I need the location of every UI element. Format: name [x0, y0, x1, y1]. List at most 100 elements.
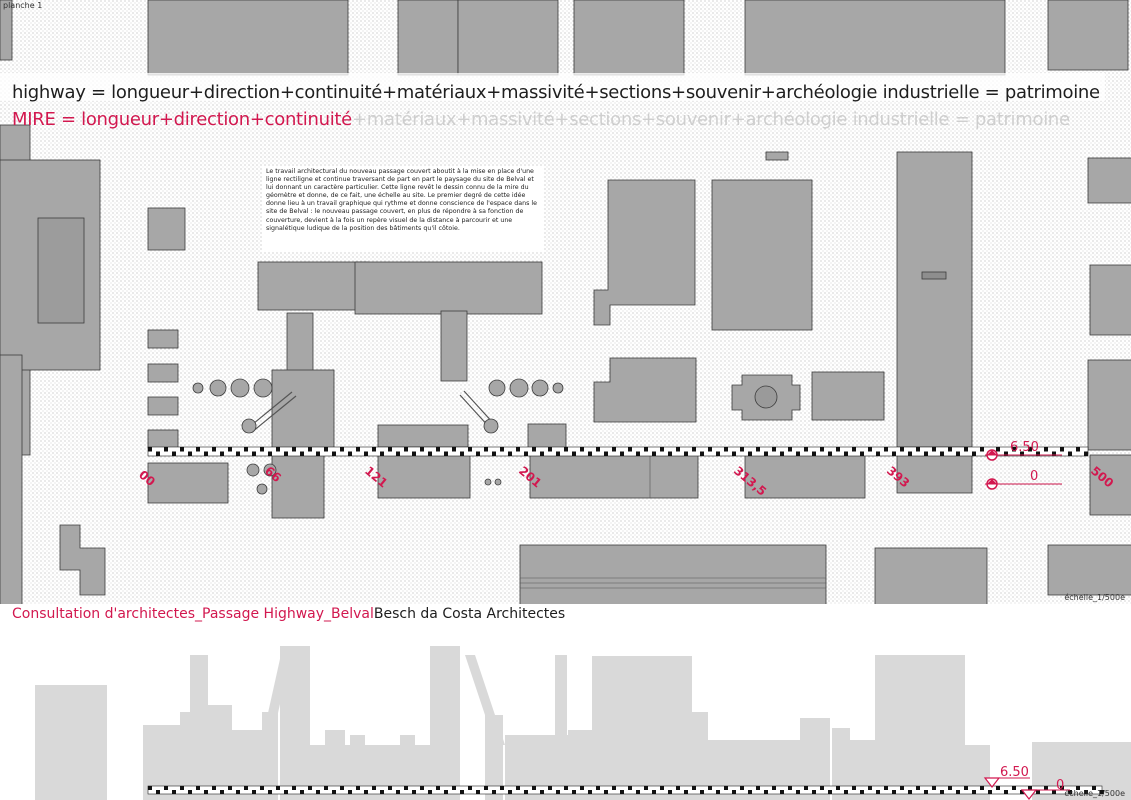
mire-tick	[1068, 790, 1072, 794]
mire-tick	[1004, 790, 1008, 794]
building	[593, 179, 696, 326]
mire-tick	[572, 790, 576, 794]
mire-tick	[700, 790, 704, 794]
mire-tick	[540, 451, 544, 456]
mire-tick	[868, 447, 872, 452]
formula-mire: MIRE = longueur+direction+continuité+mat…	[12, 109, 1070, 130]
mire-tick	[652, 790, 656, 794]
mire-tick	[532, 447, 536, 452]
building	[147, 363, 179, 383]
mire-tick	[836, 786, 840, 790]
mire-tick	[468, 447, 472, 452]
mire-tick	[668, 790, 672, 794]
mire-tick	[1076, 786, 1080, 790]
building	[1089, 454, 1131, 516]
building	[271, 454, 325, 519]
building	[1047, 0, 1129, 71]
mire-tick	[156, 790, 160, 794]
mire-tick	[604, 451, 608, 456]
mire-tick	[732, 790, 736, 794]
mire-tick	[284, 790, 288, 794]
mire-tick	[300, 790, 304, 794]
building	[921, 271, 947, 280]
building	[147, 329, 179, 349]
section-scale: échelle_1/500e	[1064, 789, 1125, 798]
mire-tick	[764, 790, 768, 794]
mire-tick	[268, 790, 272, 794]
building	[377, 424, 469, 448]
mire-tick	[620, 790, 624, 794]
mire-tick	[332, 451, 336, 456]
mire-tick	[612, 447, 616, 452]
mire-tick	[292, 786, 296, 790]
section-mire	[147, 785, 1104, 795]
buildings	[0, 0, 1131, 604]
mire-tick	[828, 451, 832, 456]
mire-tick	[372, 447, 376, 452]
mire-tick	[876, 790, 880, 794]
mire-tick	[756, 786, 760, 790]
mire-tick	[436, 786, 440, 790]
mire-tick	[484, 447, 488, 452]
section-mire-ticks	[148, 786, 1104, 794]
building	[1087, 359, 1131, 451]
mire-tick	[500, 447, 504, 452]
silos	[192, 378, 778, 495]
formula-highway: highway = longueur+direction+continuité+…	[12, 82, 1100, 103]
mire-tick	[420, 786, 424, 790]
mire-tick	[868, 786, 872, 790]
mire-tick	[532, 786, 536, 790]
plan-level-high: 6.50	[1010, 440, 1039, 455]
mire-tick	[372, 786, 376, 790]
mire-tick	[244, 786, 248, 790]
mire-tick	[236, 790, 240, 794]
mire-tick	[740, 786, 744, 790]
mire-tick	[636, 451, 640, 456]
mire-tick	[628, 447, 632, 452]
mire-tick	[364, 451, 368, 456]
building	[0, 354, 23, 604]
mire-tick	[1020, 451, 1024, 456]
mire-tick	[812, 790, 816, 794]
mire-tick	[204, 790, 208, 794]
mire-tick	[460, 451, 464, 456]
mire-tick	[332, 790, 336, 794]
mire-tick	[628, 786, 632, 790]
mire-tick	[548, 786, 552, 790]
mire-tick	[1052, 790, 1056, 794]
mire-tick	[988, 790, 992, 794]
mire-tick	[380, 790, 384, 794]
building	[147, 396, 179, 416]
mire-tick	[604, 790, 608, 794]
mire-tick	[700, 451, 704, 456]
mire-tick	[220, 451, 224, 456]
mire-tick	[804, 447, 808, 452]
mire-tick	[916, 447, 920, 452]
mire-ticks	[148, 447, 1088, 456]
mire-tick	[188, 451, 192, 456]
mire-tick	[308, 786, 312, 790]
mire-tick	[180, 447, 184, 452]
mire-tick	[1068, 451, 1072, 456]
mire-tick	[836, 447, 840, 452]
building	[59, 524, 106, 596]
mire-tick	[1004, 451, 1008, 456]
mire-tick	[812, 451, 816, 456]
mire-tick	[1076, 447, 1080, 452]
mire-tick	[940, 790, 944, 794]
mire-tick	[636, 790, 640, 794]
mire-tick	[932, 786, 936, 790]
mire-tick	[548, 447, 552, 452]
mire-tick	[244, 447, 248, 452]
mire-tick	[620, 451, 624, 456]
mire-tick	[348, 790, 352, 794]
mire-tick	[844, 790, 848, 794]
mire-tick	[508, 451, 512, 456]
mire-tick	[268, 451, 272, 456]
mire-tick	[188, 790, 192, 794]
mire-tick	[684, 790, 688, 794]
mire-tick	[780, 790, 784, 794]
mire-tick	[884, 786, 888, 790]
mire-tick	[596, 447, 600, 452]
building	[1087, 157, 1131, 204]
